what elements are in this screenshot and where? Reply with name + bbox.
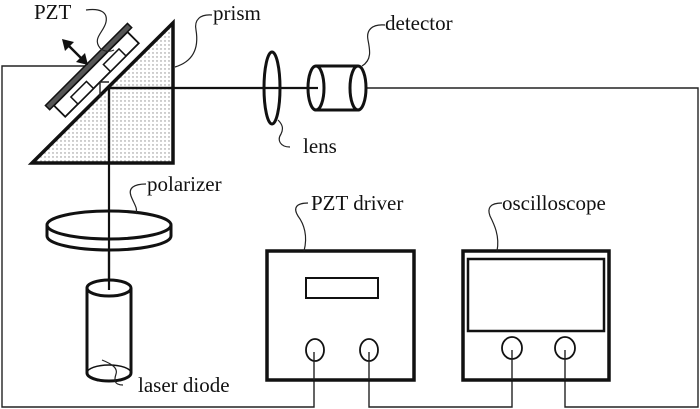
wire-detector-to-oscilloscope bbox=[366, 87, 699, 408]
pzt-driver-case bbox=[265, 249, 416, 382]
label-oscilloscope: oscilloscope bbox=[502, 191, 606, 215]
lens bbox=[262, 50, 282, 126]
pzt-motion-arrow-icon bbox=[62, 39, 88, 65]
label-laser-diode: laser diode bbox=[138, 373, 230, 397]
label-pzt: PZT bbox=[34, 0, 72, 24]
pzt-actuator bbox=[44, 22, 141, 119]
oscilloscope bbox=[461, 249, 611, 382]
detector bbox=[306, 64, 368, 112]
prism-body bbox=[27, 18, 175, 165]
laser-diode bbox=[85, 250, 133, 383]
prism bbox=[27, 18, 175, 165]
label-polarizer: polarizer bbox=[147, 172, 222, 196]
label-lens: lens bbox=[303, 134, 337, 158]
pzt-driver bbox=[265, 249, 416, 382]
polarizer bbox=[45, 209, 173, 252]
oscilloscope-screen bbox=[466, 257, 606, 333]
label-prism: prism bbox=[213, 1, 261, 25]
pzt-driver-knob-left bbox=[305, 338, 325, 362]
leader-lines bbox=[85, 8, 503, 386]
label-detector: detector bbox=[385, 11, 453, 35]
labels: PZT prism detector lens polarizer laser … bbox=[34, 0, 606, 397]
pzt-driver-display bbox=[305, 277, 379, 299]
label-pzt-driver: PZT driver bbox=[311, 191, 403, 215]
wire-pzt-to-driver bbox=[1, 65, 315, 408]
